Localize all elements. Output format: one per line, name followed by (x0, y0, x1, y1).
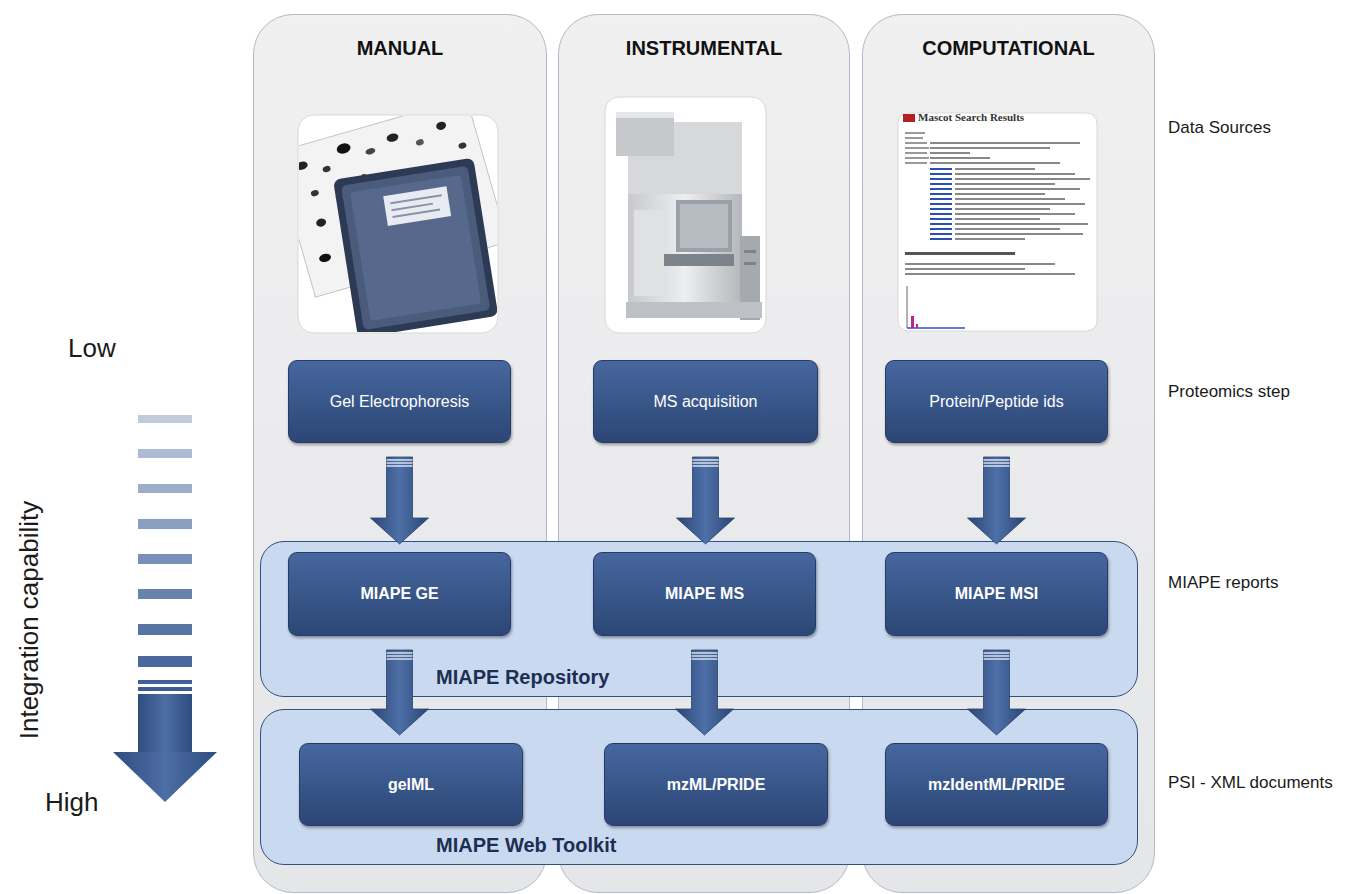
arrow-body (968, 457, 1026, 544)
block-arrow (371, 457, 429, 544)
axis-title: Integration capability (15, 501, 45, 739)
arrow-stripe (693, 459, 719, 460)
block-arrow (677, 457, 735, 544)
arrow-stripe (387, 459, 413, 460)
node-text: Gel Electrophoresis (330, 393, 470, 411)
node-text: MIAPE Repository (436, 666, 609, 689)
arrow-stripe (692, 652, 718, 653)
process-box: Protein/Peptide ids (885, 360, 1108, 443)
search-results-screenshot (898, 113, 1097, 331)
arrow-stripe (984, 652, 1010, 653)
arrow-stripe (387, 462, 413, 463)
format-box: mzML/PRIDE (604, 743, 828, 826)
arrow-stripe (984, 462, 1010, 463)
screenshot-title: Mascot Search Results (918, 111, 1024, 124)
arrow-body (676, 650, 734, 735)
row-label: MIAPE reports (1168, 573, 1279, 593)
integration-gauge (113, 415, 217, 802)
process-box: Gel Electrophoresis (288, 360, 511, 443)
arrow-stripe (387, 655, 413, 656)
node-text: COMPUTATIONAL (922, 37, 1095, 60)
scale-end-label: Low (68, 334, 116, 364)
arrow-stripe (984, 658, 1010, 659)
format-box: gelML (299, 743, 523, 826)
node-text: mzIdentML/PRIDE (928, 776, 1065, 794)
arrow-stripe (693, 465, 719, 466)
arrow-stripe (984, 459, 1010, 460)
block-arrow (968, 650, 1026, 735)
node-text: gelML (388, 776, 434, 794)
arrow-stripe (693, 462, 719, 463)
toolkit-band: MIAPE Web Toolkit gelML mzML/PRIDE mzIdentM… (260, 709, 1138, 865)
row-label: PSI - XML documents (1168, 773, 1333, 793)
node-text: MIAPE Web Toolkit (436, 834, 616, 857)
row-label: Data Sources (1168, 118, 1271, 138)
format-box: mzIdentML/PRIDE (885, 743, 1108, 826)
report-box: MIAPE GE (288, 552, 511, 636)
report-box: MIAPE MS (593, 552, 816, 636)
node-text: Protein/Peptide ids (929, 393, 1063, 411)
mass-spectrometer-image (605, 97, 766, 333)
block-arrow (676, 650, 734, 735)
block-arrow (371, 650, 429, 735)
block-arrow (968, 457, 1026, 544)
node-text: INSTRUMENTAL (626, 37, 782, 60)
arrow-stripe (984, 465, 1010, 466)
arrow-stripe (387, 652, 413, 653)
node-text: MIAPE MSI (955, 585, 1039, 603)
node-text: MS acquisition (653, 393, 757, 411)
arrow-stripe (692, 658, 718, 659)
arrow-stripe (984, 655, 1010, 656)
arrow-stripe (387, 465, 413, 466)
arrow-stripe (387, 658, 413, 659)
node-text: mzML/PRIDE (667, 776, 766, 794)
node-text: MIAPE GE (360, 585, 438, 603)
arrow-body (968, 650, 1026, 735)
report-box: MIAPE MSI (885, 552, 1108, 636)
arrow-body (371, 650, 429, 735)
scale-end-label: High (45, 788, 98, 818)
node-text: MIAPE MS (665, 585, 744, 603)
gel-notebook-image (274, 98, 508, 338)
node-text: MANUAL (357, 37, 444, 60)
arrow-body (371, 457, 429, 544)
arrow-body (677, 457, 735, 544)
repository-band: MIAPE Repository MIAPE GE MIAPE MS MIAPE MS… (260, 541, 1138, 697)
arrow-stripe (692, 655, 718, 656)
process-box: MS acquisition (593, 360, 818, 443)
row-label: Proteomics step (1168, 382, 1290, 402)
